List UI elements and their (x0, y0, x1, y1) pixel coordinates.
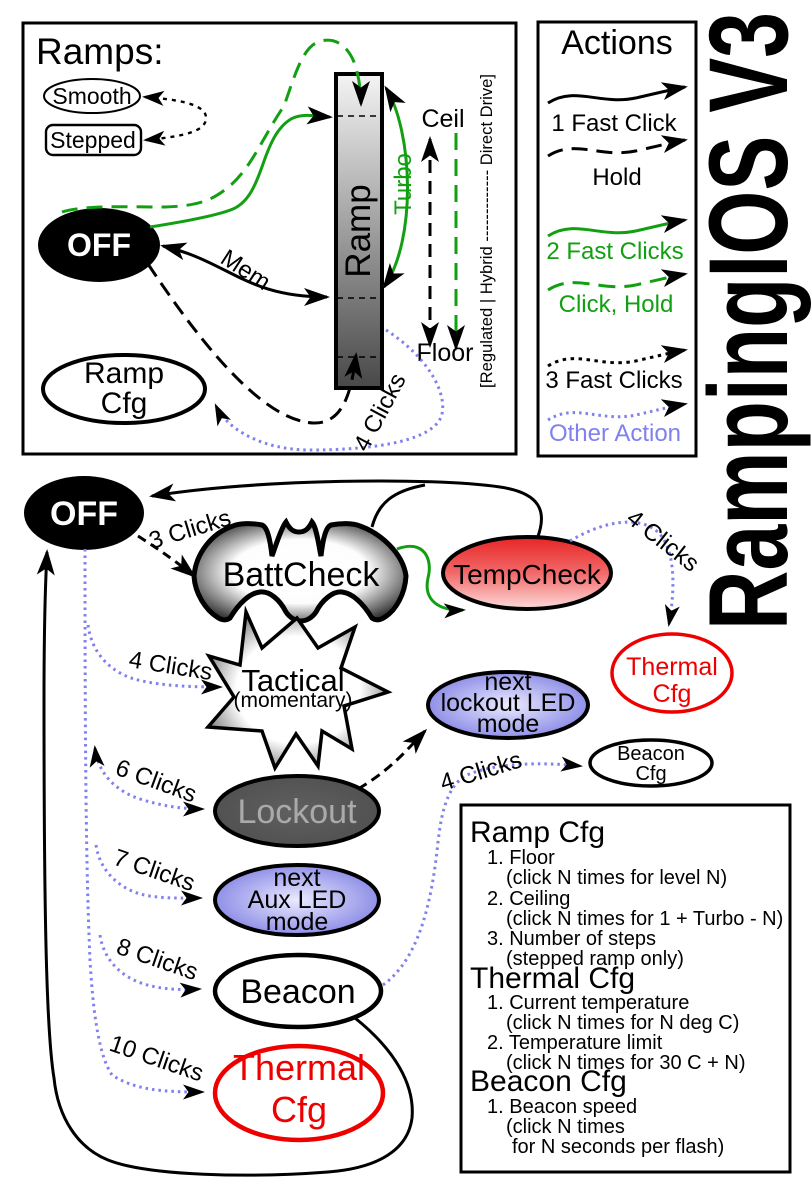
svg-text:1. Beacon speed: 1. Beacon speed (487, 1096, 637, 1118)
svg-text:Ramp: Ramp (84, 357, 164, 390)
svg-text:Cfg: Cfg (271, 1089, 327, 1130)
svg-text:2. Temperature limit: 2. Temperature limit (487, 1032, 663, 1054)
svg-text:Smooth: Smooth (52, 83, 131, 109)
svg-text:4 Clicks: 4 Clicks (127, 646, 214, 686)
svg-text:1 Fast Click: 1 Fast Click (551, 110, 677, 137)
svg-text:BattCheck: BattCheck (223, 556, 381, 594)
svg-text:Tactical: Tactical (241, 663, 344, 698)
svg-text:Thermal: Thermal (626, 653, 718, 681)
svg-text:Floor: Floor (417, 339, 474, 367)
svg-text:Hold: Hold (592, 164, 641, 191)
svg-text:Ramps:: Ramps: (36, 31, 163, 72)
svg-text:OFF: OFF (50, 495, 118, 533)
svg-text:next: next (273, 864, 320, 892)
svg-text:2. Ceiling: 2. Ceiling (487, 888, 570, 910)
svg-text:(momentary): (momentary) (233, 689, 352, 712)
svg-text:OFF: OFF (67, 227, 131, 263)
svg-text:Lockout: Lockout (237, 793, 357, 831)
svg-text:(click N times for N deg C): (click N times for N deg C) (506, 1012, 739, 1034)
svg-text:Ramp: Ramp (339, 184, 378, 277)
svg-text:TempCheck: TempCheck (453, 559, 602, 590)
svg-text:Ceil: Ceil (421, 105, 464, 133)
svg-text:1. Floor: 1. Floor (487, 847, 555, 869)
svg-text:[Regulated | Hybrid ----------: [Regulated | Hybrid ------------- Direct… (477, 74, 496, 388)
svg-text:(stepped ramp only): (stepped ramp only) (506, 948, 684, 970)
svg-text:8 Clicks: 8 Clicks (113, 933, 201, 986)
svg-text:Actions: Actions (561, 24, 673, 62)
svg-text:Other Action: Other Action (549, 420, 681, 447)
svg-text:7 Clicks: 7 Clicks (110, 844, 198, 897)
svg-text:mode: mode (266, 908, 329, 936)
svg-text:(click N times for 30 C + N): (click N times for 30 C + N) (506, 1052, 745, 1074)
svg-text:for N seconds per flash): for N seconds per flash) (512, 1136, 724, 1158)
svg-text:3. Number of steps: 3. Number of steps (487, 928, 656, 950)
svg-text:Beacon: Beacon (617, 743, 685, 765)
svg-text:(click N times for level N): (click N times for level N) (506, 867, 727, 889)
svg-text:1. Current temperature: 1. Current temperature (487, 992, 689, 1014)
svg-text:Stepped: Stepped (50, 127, 136, 153)
svg-text:3 Fast Clicks: 3 Fast Clicks (545, 367, 682, 394)
svg-text:2 Fast Clicks: 2 Fast Clicks (546, 238, 683, 265)
svg-text:Cfg: Cfg (101, 387, 148, 420)
svg-text:next: next (484, 668, 531, 696)
svg-text:lockout LED: lockout LED (441, 689, 576, 717)
svg-text:Thermal: Thermal (233, 1047, 365, 1088)
svg-text:(click N times for 1 + Turbo -: (click N times for 1 + Turbo - N) (506, 908, 783, 930)
svg-text:4 Clicks: 4 Clicks (437, 746, 525, 796)
svg-text:Aux LED: Aux LED (248, 886, 347, 914)
svg-text:6 Clicks: 6 Clicks (112, 754, 200, 808)
svg-text:Cfg: Cfg (653, 680, 692, 708)
svg-text:Turbo: Turbo (390, 153, 417, 215)
svg-text:10 Clicks: 10 Clicks (106, 1030, 207, 1087)
svg-text:Beacon: Beacon (240, 973, 355, 1011)
svg-text:Beacon Cfg: Beacon Cfg (470, 1065, 627, 1098)
svg-text:mode: mode (477, 710, 540, 738)
svg-text:Click, Hold: Click, Hold (559, 291, 674, 318)
svg-text:Thermal Cfg: Thermal Cfg (470, 962, 635, 995)
svg-text:Ramp Cfg: Ramp Cfg (470, 816, 605, 849)
svg-text:(click N times: (click N times (506, 1116, 625, 1138)
svg-text:RampingIOS V3: RampingIOS V3 (686, 12, 811, 630)
svg-text:Cfg: Cfg (635, 763, 666, 785)
